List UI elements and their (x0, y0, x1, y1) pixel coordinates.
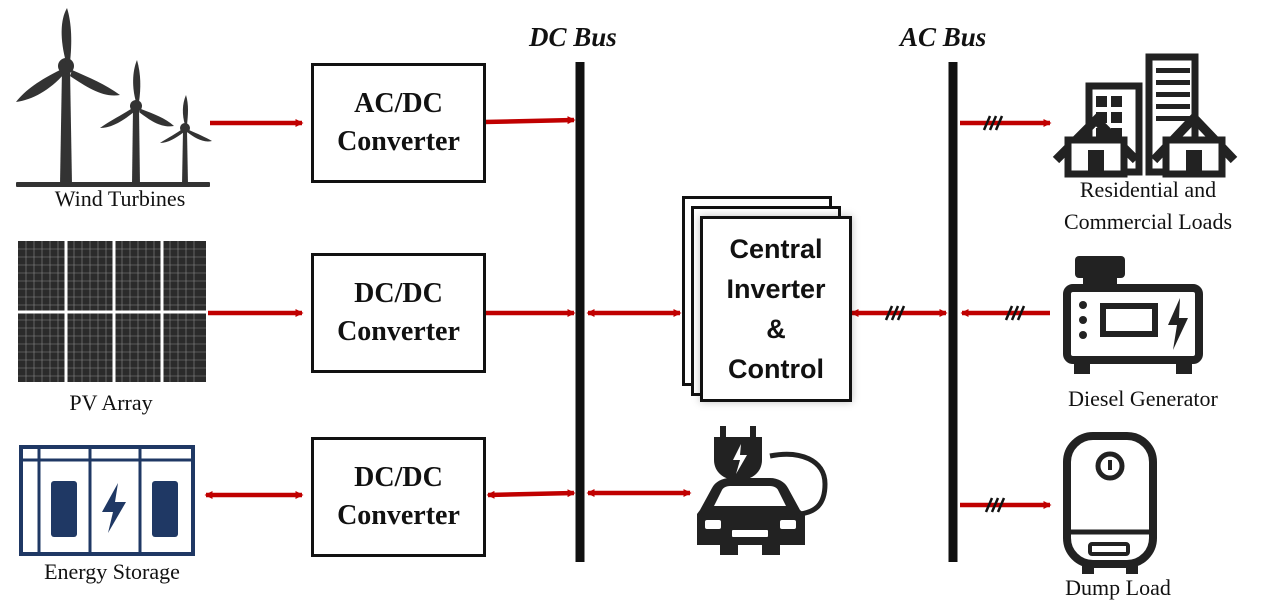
inverter-line2: Inverter (726, 274, 826, 304)
energy-storage-label: Energy Storage (44, 559, 180, 584)
three-phase-marker-dump (984, 497, 1006, 513)
central-inverter-box: Central Inverter & Control (700, 216, 852, 402)
residential-label-line2: Commercial Loads (1063, 209, 1233, 234)
arrow-converter3-dc-bus (486, 489, 576, 499)
dc-bus-title: DC Bus (529, 22, 617, 52)
converter-line1: DC/DC (354, 278, 443, 309)
three-phase-marker-generator (1004, 305, 1026, 321)
converter-line2: Converter (337, 316, 460, 347)
residential-label-line1: Residential and (1079, 177, 1217, 202)
solar-panel-icon (18, 241, 206, 382)
arrow-converter1-to-dc-bus (483, 116, 576, 125)
dump-load-label: Dump Load (1065, 575, 1171, 600)
water-heater-icon (1063, 432, 1157, 574)
wind-turbines-label: Wind Turbines (54, 186, 186, 211)
ac-dc-converter-box: AC/DC Converter (311, 63, 486, 183)
pv-dc-dc-converter-box: DC/DC Converter (311, 253, 486, 373)
converter-line1: DC/DC (354, 462, 443, 493)
converter-line2: Converter (337, 500, 460, 531)
electric-vehicle-icon (697, 426, 828, 555)
battery-storage-icon (19, 445, 195, 556)
generator-icon (1063, 256, 1203, 374)
ac-bus-title: AC Bus (900, 22, 987, 52)
converter-line1: AC/DC (354, 88, 443, 119)
diesel-generator-label: Diesel Generator (1068, 386, 1218, 411)
three-phase-marker-inverter (884, 305, 906, 321)
converter-line2: Converter (337, 126, 460, 157)
wind-turbine-icon (16, 8, 212, 187)
three-phase-marker-residential (982, 115, 1004, 131)
buildings-icon (1052, 53, 1238, 178)
storage-dc-dc-converter-box: DC/DC Converter (311, 437, 486, 557)
inverter-line4: Control (728, 354, 824, 384)
inverter-line1: Central (729, 234, 823, 264)
pv-array-label: PV Array (69, 390, 153, 415)
inverter-line3: & (766, 314, 786, 344)
